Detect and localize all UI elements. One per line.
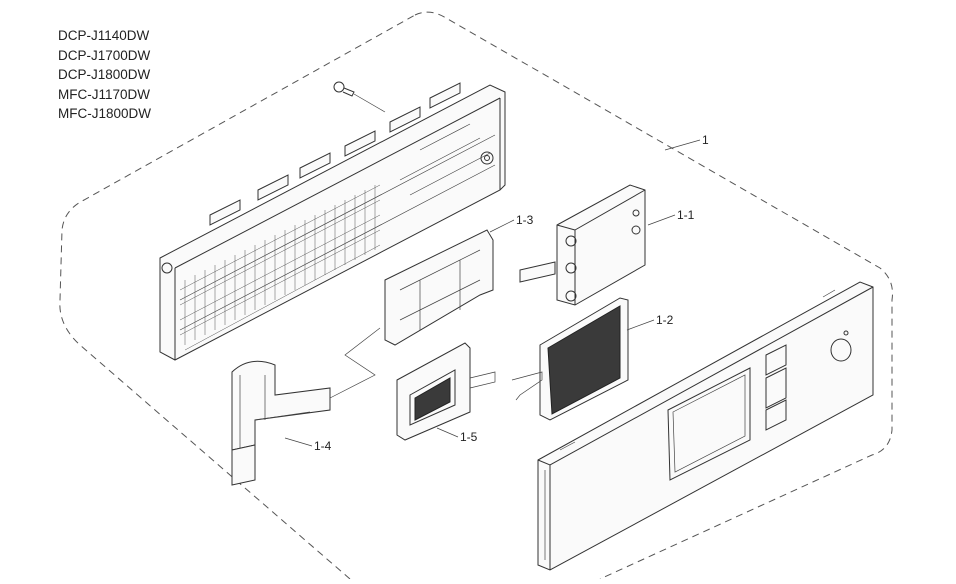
model-name: DCP-J1700DW (58, 47, 151, 63)
lcd-holder (384, 229, 494, 346)
model-name: DCP-J1140DW (58, 28, 150, 43)
callout-1: 1 (702, 133, 709, 147)
model-name: MFC-J1170DW (58, 86, 151, 102)
panel-pcb (519, 184, 646, 306)
flat-cable (231, 327, 381, 486)
callout-1-5: 1-5 (460, 430, 478, 444)
front-chassis (159, 81, 506, 361)
assembly-boundary (59, 11, 893, 580)
model-name: MFC-J1800DW (58, 106, 152, 121)
callout-1-3: 1-3 (516, 213, 534, 227)
screw-icon (333, 81, 386, 113)
callout-1-1: 1-1 (677, 208, 695, 222)
lcd-module (511, 297, 629, 421)
callout-1-2: 1-2 (656, 313, 674, 327)
callout-1-4: 1-4 (314, 439, 332, 453)
model-list: DCP-J1140DW DCP-J1700DW DCP-J1800DW MFC-… (58, 26, 151, 124)
lcd-frame (396, 342, 496, 441)
model-name: DCP-J1800DW (58, 67, 151, 82)
power-button-icon (830, 338, 852, 362)
panel-cover (537, 281, 874, 571)
